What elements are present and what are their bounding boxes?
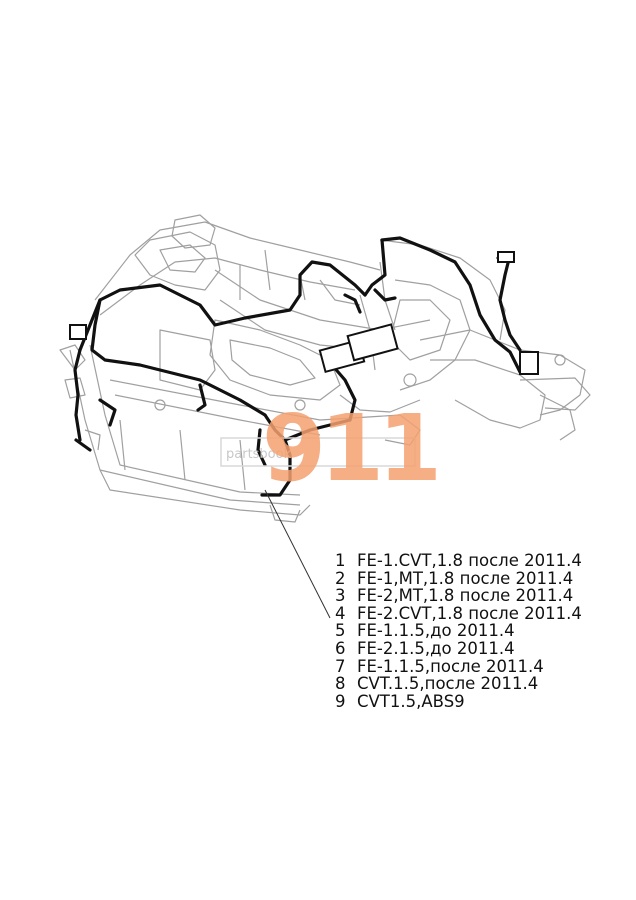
wiring-harness [73,236,522,497]
legend-item-number: 9 [335,691,346,711]
legend-item-label: FE-1.CVT,1.8 после 2011.4 [357,551,582,570]
legend-item-number: 7 [335,656,346,676]
legend-item-number: 2 [335,568,346,588]
legend-item-label: CVT.1.5,после 2011.4 [357,674,539,694]
legend-item-number: 6 [335,638,346,658]
legend-item-number: 1 [335,551,346,570]
harness-connectors [69,251,539,375]
legend-item-number: 3 [335,586,346,606]
legend-item-label: FE-2,MT,1.8 после 2011.4 [357,586,574,606]
legend-item: 7 FE-1.1.5,после 2011.4 [335,656,582,676]
watermark-box [220,437,416,467]
legend-item-label: FE-1,MT,1.8 после 2011.4 [357,568,574,588]
legend-item: 3 FE-2,MT,1.8 после 2011.4 [335,587,582,605]
legend-item-label: FE-2.1.5,до 2011.4 [357,638,515,658]
legend-item-label: FE-1.1.5,после 2011.4 [357,656,544,676]
legend-item: 4 FE-2.CVT,1.8 после 2011.4 [335,605,582,623]
legend-item: 2 FE-1,MT,1.8 после 2011.4 [335,568,582,588]
legend-item: 6 FE-2.1.5,до 2011.4 [335,640,582,658]
legend-item-label: CVT1.5,ABS9 [357,691,465,711]
legend-item-label: FE-2.CVT,1.8 после 2011.4 [357,603,582,623]
watermark-small-text: partsbook [226,447,292,462]
legend-item: 5 FE-1.1.5,до 2011.4 [335,622,582,640]
leader-line [264,489,331,619]
legend-item: 1 FE-1.CVT,1.8 после 2011.4 [335,552,582,570]
watermark-logo-text: 911 [262,395,436,502]
legend-item-label: FE-1.1.5,до 2011.4 [357,621,515,641]
legend-item-number: 5 [335,621,346,641]
legend-item: 9 CVT1.5,ABS9 [335,693,582,711]
legend-item: 8 CVT.1.5,после 2011.4 [335,675,582,693]
watermark: partsbook 911 [220,395,442,502]
legend-item-number: 4 [335,603,346,623]
engine-bay-outline [59,214,591,523]
legend-item-number: 8 [335,674,346,694]
part-legend: 1 FE-1.CVT,1.8 после 2011.4 2 FE-1,MT,1.8 п… [335,552,582,710]
